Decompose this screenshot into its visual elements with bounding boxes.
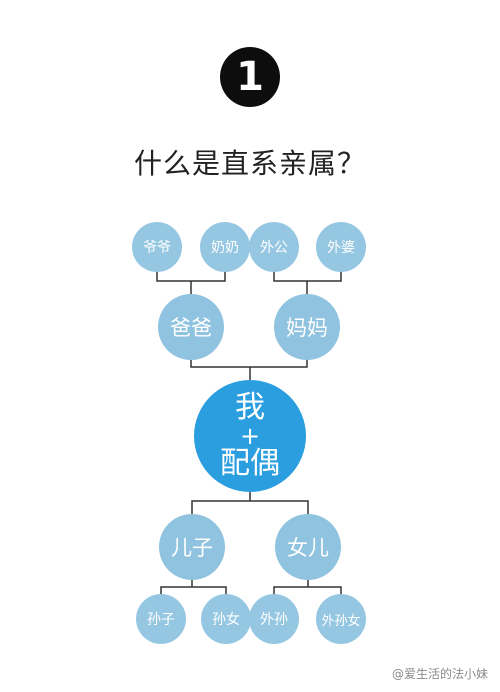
node-nainai: 奶奶 [200,222,250,272]
node-self-spouse: 我 + 配偶 [194,380,306,492]
connector-son-children [160,578,227,596]
connector-parents [190,358,308,382]
node-sunzi: 孙子 [136,594,186,644]
node-self-label: 我 [235,390,265,425]
step-number-badge: 1 [220,47,280,107]
node-yeye: 爷爷 [132,222,182,272]
watermark-text: @爱生活的法小妹 [391,667,488,681]
connector-maternal-grandparents [273,270,342,296]
connector-daughter-children [273,578,342,596]
node-waisunnv: 外孙女 [316,594,366,644]
node-waigong: 外公 [249,222,299,272]
node-plus-label: + [239,422,261,450]
node-waisun: 外孙 [249,594,299,644]
node-sunnv: 孙女 [201,594,251,644]
node-mama: 妈妈 [274,294,340,360]
connector-children [191,490,309,516]
connector-paternal-grandparents [156,270,226,296]
page-title: 什么是直系亲属？ [133,147,366,180]
node-waipo: 外婆 [316,222,366,272]
node-spouse-label: 配偶 [220,446,280,481]
node-baba: 爸爸 [158,294,224,360]
node-nver: 女儿 [275,514,341,580]
node-erzi: 儿子 [159,514,225,580]
